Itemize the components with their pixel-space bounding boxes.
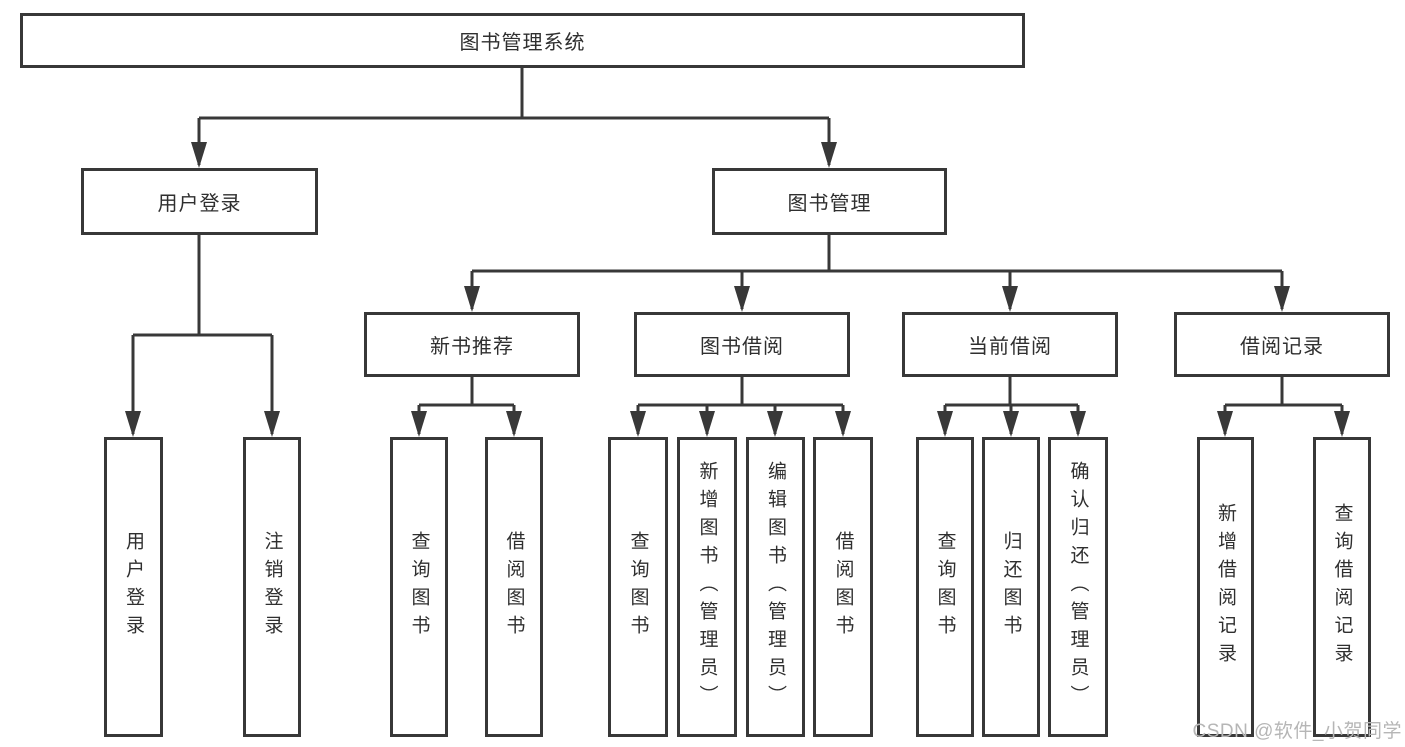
arrowhead-icon xyxy=(264,411,280,437)
arrowhead-icon xyxy=(464,286,480,312)
arrowhead-icon xyxy=(1070,411,1086,437)
arrowhead-icon xyxy=(191,142,207,168)
node-book-management: 图书管理 xyxy=(712,168,947,235)
node-query-books-recommend: 查询图书 xyxy=(390,437,448,737)
node-logout-leaf: 注销登录 xyxy=(243,437,301,737)
node-return-books: 归还图书 xyxy=(982,437,1040,737)
arrowhead-icon xyxy=(630,411,646,437)
node-new-book-recommendation: 新书推荐 xyxy=(364,312,580,377)
node-add-borrow-record: 新增借阅记录 xyxy=(1197,437,1254,737)
arrowhead-icon xyxy=(1002,286,1018,312)
node-library-management-system: 图书管理系统 xyxy=(20,13,1025,68)
csdn-watermark: CSDN @软件_小贺同学 xyxy=(1192,721,1402,742)
node-query-books-current: 查询图书 xyxy=(916,437,974,737)
arrowhead-icon xyxy=(821,142,837,168)
node-borrowing-records: 借阅记录 xyxy=(1174,312,1390,377)
node-confirm-return-admin: 确认归还（管理员） xyxy=(1048,437,1108,737)
node-edit-books-admin: 编辑图书（管理员） xyxy=(746,437,805,737)
node-current-borrowing: 当前借阅 xyxy=(902,312,1118,377)
arrowhead-icon xyxy=(1334,411,1350,437)
node-user-login: 用户登录 xyxy=(81,168,318,235)
arrowhead-icon xyxy=(734,286,750,312)
arrowhead-icon xyxy=(699,411,715,437)
arrowhead-icon xyxy=(411,411,427,437)
arrowhead-icon xyxy=(767,411,783,437)
node-borrow-books: 借阅图书 xyxy=(813,437,873,737)
node-user-login-leaf: 用户登录 xyxy=(104,437,163,737)
arrowhead-icon xyxy=(1217,411,1233,437)
arrowhead-icon xyxy=(937,411,953,437)
node-query-borrow-record: 查询借阅记录 xyxy=(1313,437,1371,737)
node-book-borrowing: 图书借阅 xyxy=(634,312,850,377)
node-query-books-borrow: 查询图书 xyxy=(608,437,668,737)
arrowhead-icon xyxy=(1003,411,1019,437)
node-add-books-admin: 新增图书（管理员） xyxy=(677,437,737,737)
arrowhead-icon xyxy=(835,411,851,437)
arrowhead-icon xyxy=(1274,286,1290,312)
node-borrow-books-recommend: 借阅图书 xyxy=(485,437,543,737)
arrowhead-icon xyxy=(125,411,141,437)
arrowhead-icon xyxy=(506,411,522,437)
